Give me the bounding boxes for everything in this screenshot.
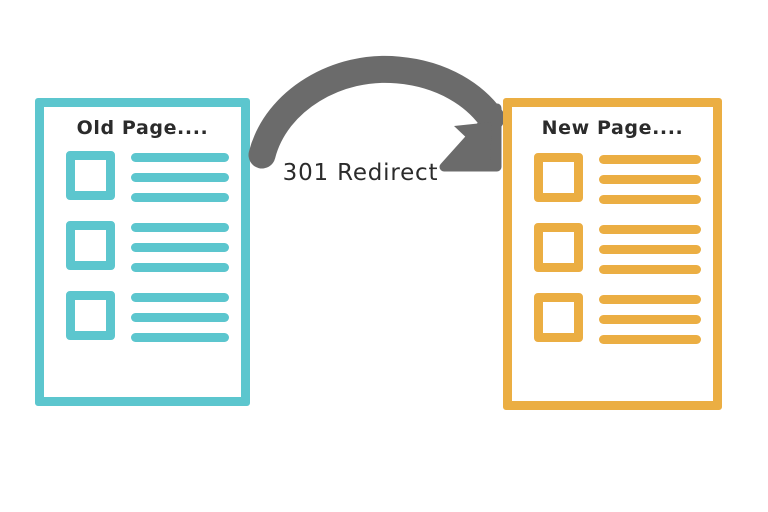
redirect-label: 301 Redirect (282, 160, 439, 186)
checkbox-icon[interactable] (534, 223, 583, 272)
text-line (131, 223, 229, 232)
text-lines-group (599, 295, 713, 344)
new-page-row-list (512, 153, 713, 344)
list-item[interactable] (44, 291, 241, 342)
checkbox-icon[interactable] (534, 293, 583, 342)
list-item[interactable] (44, 151, 241, 202)
text-line (131, 333, 229, 342)
list-item[interactable] (512, 153, 713, 204)
text-line (599, 225, 701, 234)
text-line (131, 263, 229, 272)
text-line (599, 245, 701, 254)
checkbox-icon[interactable] (66, 151, 115, 200)
checkbox-icon[interactable] (66, 221, 115, 270)
new-page-title: New Page.... (541, 117, 684, 139)
text-line (599, 175, 701, 184)
checkbox-icon[interactable] (534, 153, 583, 202)
text-line (131, 313, 229, 322)
text-lines-group (599, 225, 713, 274)
text-line (131, 173, 229, 182)
redirect-arrow (248, 48, 505, 173)
text-line (131, 193, 229, 202)
curved-right-arrow-icon (248, 55, 505, 172)
text-line (599, 295, 701, 304)
text-line (599, 315, 701, 324)
old-page-row-list (44, 151, 241, 342)
text-lines-group (131, 293, 241, 342)
text-lines-group (599, 155, 713, 204)
text-line (131, 243, 229, 252)
text-line (131, 153, 229, 162)
old-page-card[interactable]: Old Page.... (35, 98, 250, 406)
text-line (131, 293, 229, 302)
checkbox-icon[interactable] (66, 291, 115, 340)
text-lines-group (131, 153, 241, 202)
list-item[interactable] (512, 293, 713, 344)
text-line (599, 335, 701, 344)
old-page-title: Old Page.... (76, 117, 209, 139)
text-line (599, 265, 701, 274)
new-page-card[interactable]: New Page.... (503, 98, 722, 410)
text-line (599, 195, 701, 204)
list-item[interactable] (512, 223, 713, 274)
text-lines-group (131, 223, 241, 272)
text-line (599, 155, 701, 164)
list-item[interactable] (44, 221, 241, 272)
